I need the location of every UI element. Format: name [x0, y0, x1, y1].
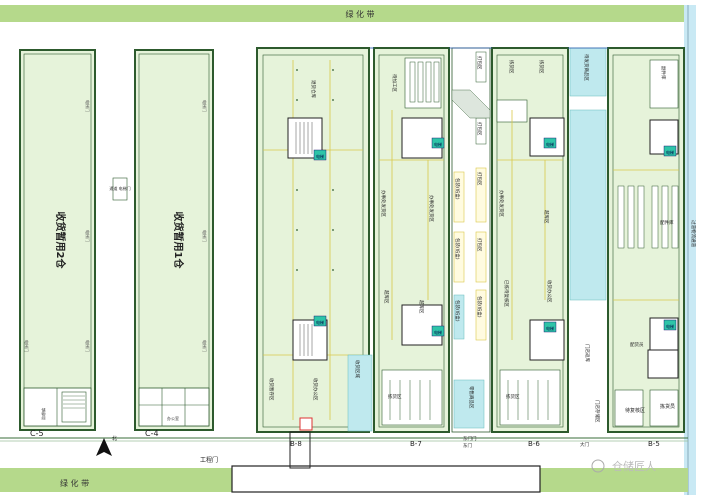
bottom-entrance-label-2: 东门 — [463, 442, 472, 449]
c5-code: C-5 — [30, 429, 44, 438]
b6-b5-returns-label: 门店返库 — [584, 344, 591, 362]
bottom-entrance-label: 东门门 — [463, 435, 477, 442]
c5-door-label: 电梯门 — [85, 100, 91, 112]
b6-area-4: 越库区 — [543, 210, 550, 224]
b6-b5-mid-area — [569, 109, 607, 301]
building-b6: 电梯 电梯 拣货区 拣货区 办事处发货区 越库区 已拣待复核区 收货办公区 拣货… — [491, 47, 569, 448]
middle-aisle-5: 打包区 — [476, 238, 483, 252]
middle-aisle-1: 打包区 — [476, 122, 483, 136]
c5-name: 收货暂用2仓 — [54, 212, 67, 270]
b8-stair-tag-bottom: 电梯 — [316, 319, 324, 325]
b6-area-1: 拣货区 — [508, 60, 515, 74]
compass-label: 北 — [112, 435, 117, 442]
b7-area-7: 拣货区 — [388, 393, 402, 400]
c5-door-label-4: 电梯门 — [24, 340, 30, 352]
middle-aisle-6: 包装(纸盒) — [476, 296, 483, 318]
b7-code: B-7 — [410, 440, 422, 448]
building-c4: 办公室 C-4 收货暂用1仓 电梯门 电梯门 电梯门 — [134, 49, 214, 438]
bottom-green-belt-label-left: 绿 化 带 — [60, 478, 89, 488]
building-b7: 电梯 电梯 待加工区 办事处发货区 办事处发货区 越库区 越库区 拣货区 B-7 — [373, 47, 450, 448]
watermark: 仓储匠人 — [591, 459, 656, 473]
receiving-area — [347, 354, 373, 432]
b6-bottom-note: 大门 — [580, 441, 589, 448]
receiving-area-label: 收货区域 — [354, 360, 361, 378]
b6-area-10: 拣货区 — [506, 393, 520, 400]
b6-area-8: 已拣待复核区 — [503, 280, 510, 307]
middle-aisle-3: 包装(纸盒) — [454, 238, 461, 260]
b7-area-2: 办事处发货区 — [380, 190, 387, 217]
b6-area-2: 拣货区 — [538, 60, 545, 74]
right-road-label: 过道物流通道 — [690, 220, 697, 247]
b6-stair-tag-bottom: 电梯 — [546, 325, 554, 331]
b8-area-0: 退货仓库 — [310, 80, 317, 98]
bottom-road — [231, 465, 541, 493]
b6-b5-top-area — [569, 47, 607, 97]
gate-label: 工程门 — [200, 456, 218, 464]
watermark-text: 仓储匠人 — [612, 459, 656, 473]
between-c-label: 通道 电梯门 — [109, 185, 130, 191]
b6-b5-top-area-label: 待发货商品区 — [583, 54, 590, 81]
middle-aisles: 打包区 打包区 包装(纸盒) 打包区 包装(纸盒) 打包区 包装(纸盒) 包装(… — [451, 47, 491, 449]
b7-area-0: 待加工区 — [391, 74, 398, 92]
b5-code: B-5 — [648, 440, 660, 448]
b7-area-3: 办事处发货区 — [428, 195, 435, 222]
top-green-belt — [0, 5, 688, 22]
b6-stair-tag-top: 电梯 — [546, 141, 554, 147]
c4-name: 收货暂用1仓 — [172, 212, 185, 270]
compass: 北 — [96, 435, 117, 456]
c5-door-label-2: 电梯门 — [85, 230, 91, 242]
c4-office-label: 办公室 — [167, 415, 179, 421]
b5-area-7: 待复核区 — [625, 407, 645, 414]
c4-door-label: 电梯门 — [202, 100, 208, 112]
right-road — [684, 5, 696, 495]
middle-aisle-8: 零售商品区 — [468, 386, 475, 409]
b8-area-1: 收货暂存区 — [268, 378, 275, 401]
c4-code: C-4 — [145, 429, 159, 438]
b5-stair-tag-bottom: 电梯 — [666, 323, 674, 329]
b7-stair-tag-bottom: 电梯 — [434, 329, 442, 335]
b5-stair-tag-top: 电梯 — [666, 149, 674, 155]
c4-door-label-3: 电梯门 — [202, 230, 208, 242]
b7-stair-tag-top: 电梯 — [434, 141, 442, 147]
building-b5: 副件库 电梯 电梯 待复核区 拣货员 配件库 配货员 B-5 — [607, 47, 685, 448]
building-c5: 储物间 C-5 收货暂用2仓 电梯门 电梯门 电梯门 电梯门 — [19, 49, 96, 438]
b6-area-3: 办事处发货区 — [498, 190, 505, 217]
middle-aisle-7: 包装(纸盒) — [454, 300, 461, 322]
b5-area-5: 配货员 — [630, 341, 644, 348]
between-c-box — [112, 177, 128, 201]
middle-aisle-0: 打包区 — [476, 56, 483, 70]
b8-area-3: 收货办公区 — [312, 378, 319, 401]
top-green-belt-label: 绿 化 带 — [345, 9, 374, 19]
b8-code: B-8 — [290, 440, 302, 448]
b6-code: B-6 — [528, 440, 540, 448]
b6-area-9: 收货办公区 — [546, 280, 553, 303]
b5-area-1: 副件库 — [660, 66, 667, 80]
middle-aisle-2: 包装(纸盒) — [454, 178, 461, 200]
c5-small-room-label: 储物间 — [42, 407, 47, 421]
b5-area-6: 拣货员 — [660, 403, 675, 410]
b5-area-4: 配件库 — [660, 219, 674, 226]
gate-passage — [289, 431, 311, 469]
b7-area-6: 越库区 — [418, 300, 425, 314]
c4-door-label-2: 电梯门 — [202, 340, 208, 352]
b7-area-4: 越库区 — [383, 290, 390, 304]
b8-stair-tag-top: 电梯 — [316, 153, 324, 159]
middle-aisle-4: 打包区 — [476, 172, 483, 186]
c5-door-label-3: 电梯门 — [85, 340, 91, 352]
b6-b5-storage-label: 门店存储区 — [594, 400, 601, 423]
